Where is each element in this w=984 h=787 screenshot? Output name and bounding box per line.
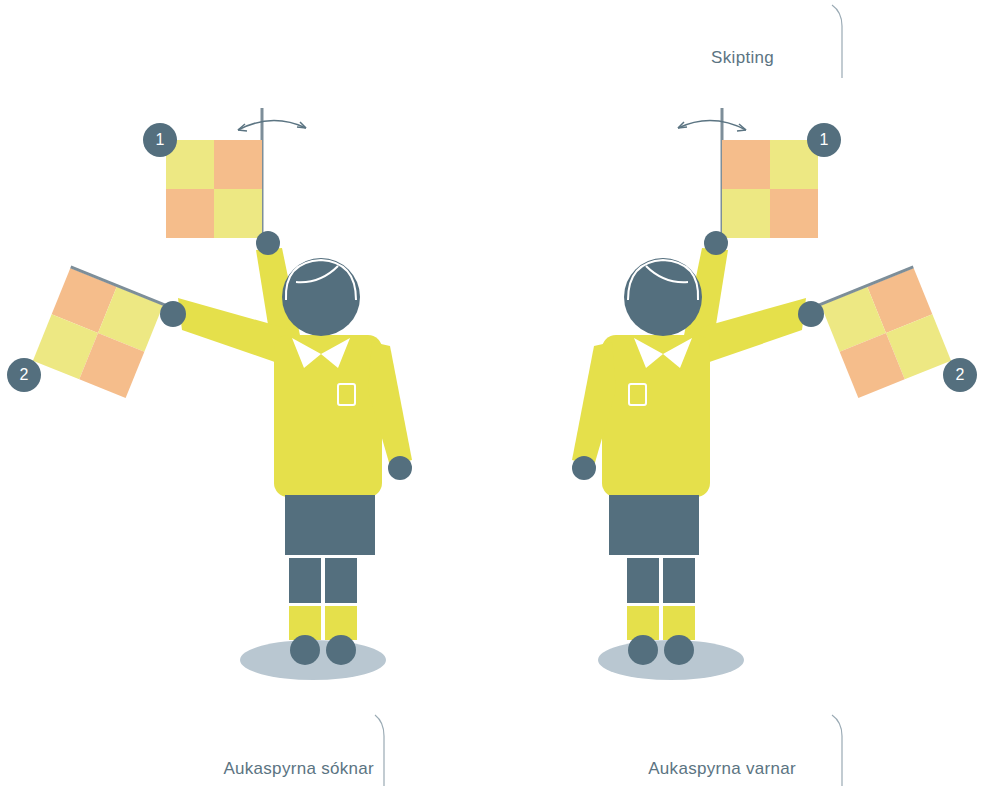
caption-text: Skipting	[711, 49, 774, 66]
caption-brackets	[375, 5, 842, 786]
referee-figure	[33, 108, 412, 680]
referee-figure	[572, 108, 951, 680]
callout-number: 2	[20, 367, 29, 383]
callout-circles	[7, 123, 977, 392]
caption-text: Aukaspyrna varnar	[648, 760, 796, 777]
callout-number: 2	[956, 367, 965, 383]
callout-number: 1	[820, 132, 829, 148]
callout-number: 1	[156, 132, 165, 148]
caption-text: Aukaspyrna sóknar	[223, 760, 374, 777]
